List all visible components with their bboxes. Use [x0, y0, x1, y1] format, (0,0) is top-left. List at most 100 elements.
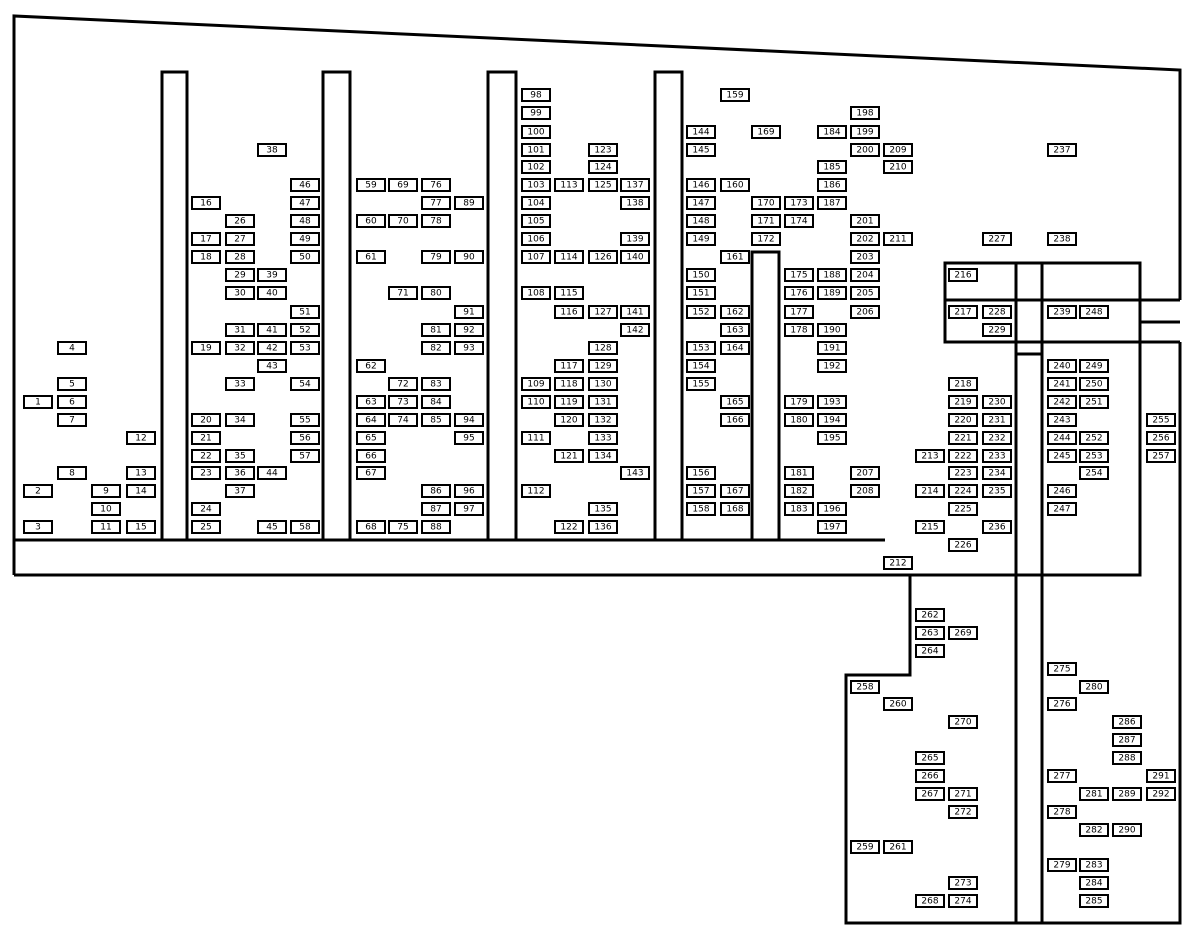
lot-105[interactable]: 105: [521, 214, 551, 228]
lot-247[interactable]: 247: [1047, 502, 1077, 516]
lot-270[interactable]: 270: [948, 715, 978, 729]
lot-125[interactable]: 125: [588, 178, 618, 192]
lot-187[interactable]: 187: [817, 196, 847, 210]
lot-10[interactable]: 10: [91, 502, 121, 516]
lot-285[interactable]: 285: [1079, 894, 1109, 908]
lot-264[interactable]: 264: [915, 644, 945, 658]
lot-112[interactable]: 112: [521, 484, 551, 498]
lot-181[interactable]: 181: [784, 466, 814, 480]
lot-51[interactable]: 51: [290, 305, 320, 319]
lot-120[interactable]: 120: [554, 413, 584, 427]
lot-162[interactable]: 162: [720, 305, 750, 319]
lot-275[interactable]: 275: [1047, 662, 1077, 676]
lot-210[interactable]: 210: [883, 160, 913, 174]
lot-157[interactable]: 157: [686, 484, 716, 498]
lot-90[interactable]: 90: [454, 250, 484, 264]
lot-118[interactable]: 118: [554, 377, 584, 391]
lot-102[interactable]: 102: [521, 160, 551, 174]
lot-198[interactable]: 198: [850, 106, 880, 120]
lot-23[interactable]: 23: [191, 466, 221, 480]
lot-60[interactable]: 60: [356, 214, 386, 228]
lot-134[interactable]: 134: [588, 449, 618, 463]
lot-115[interactable]: 115: [554, 286, 584, 300]
lot-53[interactable]: 53: [290, 341, 320, 355]
lot-73[interactable]: 73: [388, 395, 418, 409]
lot-25[interactable]: 25: [191, 520, 221, 534]
lot-33[interactable]: 33: [225, 377, 255, 391]
lot-123[interactable]: 123: [588, 143, 618, 157]
lot-143[interactable]: 143: [620, 466, 650, 480]
lot-133[interactable]: 133: [588, 431, 618, 445]
lot-272[interactable]: 272: [948, 805, 978, 819]
lot-103[interactable]: 103: [521, 178, 551, 192]
lot-44[interactable]: 44: [257, 466, 287, 480]
lot-59[interactable]: 59: [356, 178, 386, 192]
lot-158[interactable]: 158: [686, 502, 716, 516]
lot-83[interactable]: 83: [421, 377, 451, 391]
lot-7[interactable]: 7: [57, 413, 87, 427]
lot-281[interactable]: 281: [1079, 787, 1109, 801]
lot-69[interactable]: 69: [388, 178, 418, 192]
lot-142[interactable]: 142: [620, 323, 650, 337]
lot-130[interactable]: 130: [588, 377, 618, 391]
lot-32[interactable]: 32: [225, 341, 255, 355]
lot-239[interactable]: 239: [1047, 305, 1077, 319]
lot-252[interactable]: 252: [1079, 431, 1109, 445]
lot-80[interactable]: 80: [421, 286, 451, 300]
lot-61[interactable]: 61: [356, 250, 386, 264]
lot-188[interactable]: 188: [817, 268, 847, 282]
lot-283[interactable]: 283: [1079, 858, 1109, 872]
lot-277[interactable]: 277: [1047, 769, 1077, 783]
lot-57[interactable]: 57: [290, 449, 320, 463]
lot-119[interactable]: 119: [554, 395, 584, 409]
lot-144[interactable]: 144: [686, 125, 716, 139]
lot-259[interactable]: 259: [850, 840, 880, 854]
lot-82[interactable]: 82: [421, 341, 451, 355]
lot-156[interactable]: 156: [686, 466, 716, 480]
lot-289[interactable]: 289: [1112, 787, 1142, 801]
lot-30[interactable]: 30: [225, 286, 255, 300]
lot-49[interactable]: 49: [290, 232, 320, 246]
lot-39[interactable]: 39: [257, 268, 287, 282]
lot-95[interactable]: 95: [454, 431, 484, 445]
lot-108[interactable]: 108: [521, 286, 551, 300]
lot-76[interactable]: 76: [421, 178, 451, 192]
lot-78[interactable]: 78: [421, 214, 451, 228]
lot-193[interactable]: 193: [817, 395, 847, 409]
lot-267[interactable]: 267: [915, 787, 945, 801]
lot-22[interactable]: 22: [191, 449, 221, 463]
lot-243[interactable]: 243: [1047, 413, 1077, 427]
lot-92[interactable]: 92: [454, 323, 484, 337]
lot-172[interactable]: 172: [751, 232, 781, 246]
lot-100[interactable]: 100: [521, 125, 551, 139]
lot-169[interactable]: 169: [751, 125, 781, 139]
lot-163[interactable]: 163: [720, 323, 750, 337]
lot-231[interactable]: 231: [982, 413, 1012, 427]
lot-256[interactable]: 256: [1146, 431, 1176, 445]
lot-287[interactable]: 287: [1112, 733, 1142, 747]
lot-209[interactable]: 209: [883, 143, 913, 157]
lot-24[interactable]: 24: [191, 502, 221, 516]
lot-72[interactable]: 72: [388, 377, 418, 391]
lot-132[interactable]: 132: [588, 413, 618, 427]
lot-111[interactable]: 111: [521, 431, 551, 445]
lot-50[interactable]: 50: [290, 250, 320, 264]
lot-271[interactable]: 271: [948, 787, 978, 801]
lot-19[interactable]: 19: [191, 341, 221, 355]
lot-279[interactable]: 279: [1047, 858, 1077, 872]
lot-148[interactable]: 148: [686, 214, 716, 228]
lot-159[interactable]: 159: [720, 88, 750, 102]
lot-258[interactable]: 258: [850, 680, 880, 694]
lot-240[interactable]: 240: [1047, 359, 1077, 373]
lot-47[interactable]: 47: [290, 196, 320, 210]
lot-205[interactable]: 205: [850, 286, 880, 300]
lot-13[interactable]: 13: [126, 466, 156, 480]
lot-93[interactable]: 93: [454, 341, 484, 355]
lot-257[interactable]: 257: [1146, 449, 1176, 463]
lot-251[interactable]: 251: [1079, 395, 1109, 409]
lot-190[interactable]: 190: [817, 323, 847, 337]
lot-34[interactable]: 34: [225, 413, 255, 427]
lot-40[interactable]: 40: [257, 286, 287, 300]
lot-184[interactable]: 184: [817, 125, 847, 139]
lot-27[interactable]: 27: [225, 232, 255, 246]
